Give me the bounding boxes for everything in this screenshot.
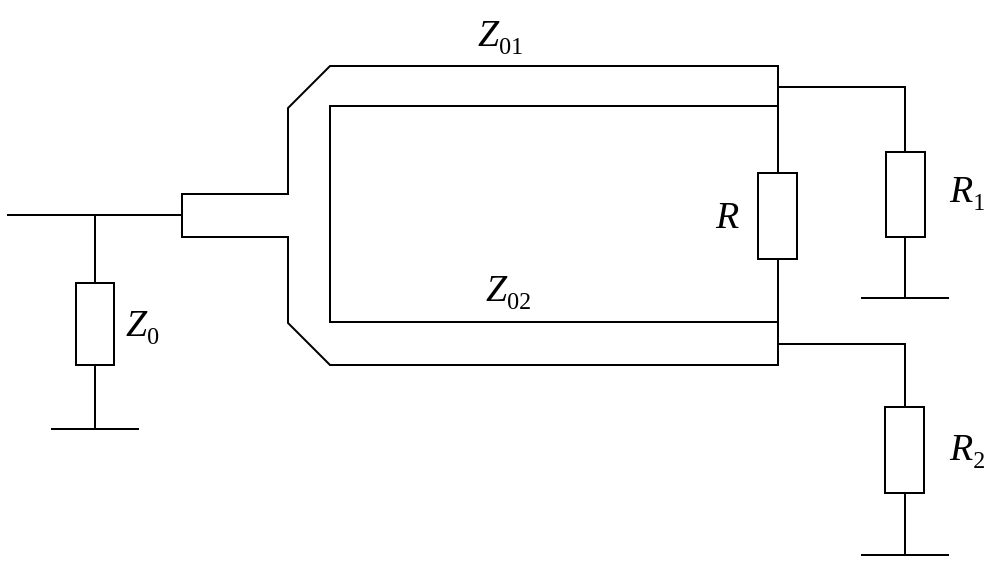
label-r: R [715,195,739,237]
label-z01-sub: 01 [499,34,523,60]
upper-branch-z01 [287,65,779,238]
label-z0: Z0 [126,303,159,350]
r2-resistor [884,406,925,494]
label-z0-sub: 0 [147,324,159,350]
input-section [7,214,183,430]
r1-resistor [885,151,926,238]
label-r1-sub: 1 [973,190,985,216]
input-stub-outline [181,193,289,238]
label-r-main: R [715,195,739,237]
label-r1: R1 [949,169,985,216]
isolation-resistor-section [757,172,798,260]
output-2-section [777,343,949,556]
label-r2-main: R [949,427,973,469]
upper-branch-outer-edge [287,65,779,195]
label-z0-main: Z [126,303,148,345]
label-z02: Z02 [486,268,531,315]
output-2-line [777,343,906,408]
isolation-resistor [757,172,798,260]
lower-branch-outer-edge [287,236,779,366]
label-z01-main: Z [478,13,500,55]
z0-resistor [75,282,115,366]
label-r1-main: R [949,169,973,211]
label-z01: Z01 [478,13,523,60]
output-1-line [777,86,906,153]
label-r2-sub: 2 [973,448,985,474]
label-r2: R2 [949,427,985,474]
label-z02-sub: 02 [507,289,531,315]
input-stub [181,193,289,238]
output-1-section [777,86,949,299]
lower-branch-z02 [287,236,779,366]
lower-branch-inner-edge [329,236,779,323]
label-z02-main: Z [486,268,508,310]
upper-branch-inner-edge [329,105,779,238]
